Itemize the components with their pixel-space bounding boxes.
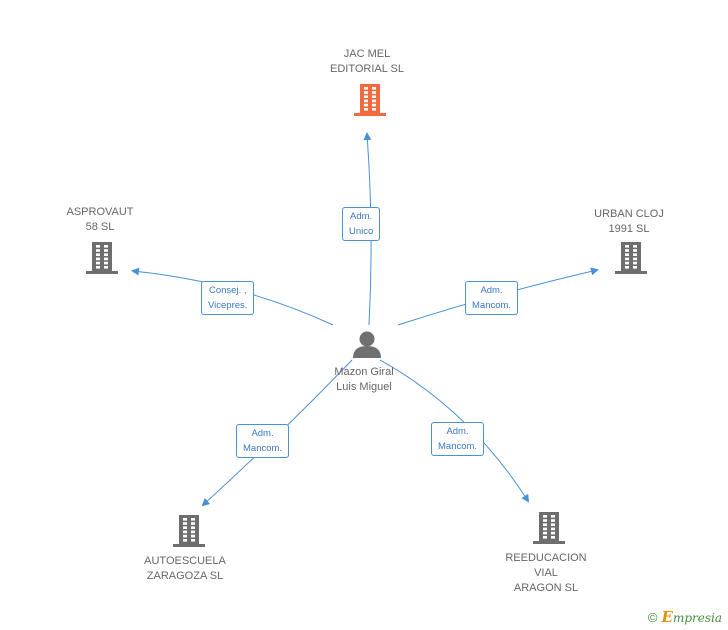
role-line: Adm. bbox=[251, 428, 274, 439]
person-label[interactable]: Mazon Giral Luis Miguel bbox=[304, 365, 424, 395]
role-line: Vicepres. bbox=[208, 300, 248, 311]
company-name-line: AUTOESCUELA bbox=[144, 555, 226, 567]
building-icon[interactable] bbox=[354, 84, 386, 116]
building-icon[interactable] bbox=[173, 515, 205, 547]
role-label-jacmel: Adm. Unico bbox=[342, 207, 381, 241]
company-label-autoescuela[interactable]: AUTOESCUELA ZARAGOZA SL bbox=[125, 554, 245, 584]
company-label-jacmel[interactable]: JAC MEL EDITORIAL SL bbox=[307, 47, 427, 77]
role-label-reeducacion: Adm. Mancom. bbox=[431, 422, 485, 456]
company-name-line: 58 SL bbox=[85, 221, 115, 233]
company-name-line: REEDUCACION bbox=[505, 552, 587, 564]
company-name-line: ASPROVAUT bbox=[66, 206, 134, 218]
role-line: Unico bbox=[349, 226, 374, 237]
person-icon[interactable] bbox=[353, 331, 381, 359]
company-name-line: 1991 SL bbox=[608, 223, 650, 235]
company-label-reeducacion[interactable]: REEDUCACION VIAL ARAGON SL bbox=[486, 551, 606, 596]
building-icon[interactable] bbox=[615, 242, 647, 274]
building-icon[interactable] bbox=[533, 512, 565, 544]
footer-brand: © Empresia bbox=[648, 608, 722, 626]
role-line: Mancom. bbox=[438, 441, 478, 452]
role-label-urban: Adm. Mancom. bbox=[465, 281, 519, 315]
role-label-autoescuela: Adm. Mancom. bbox=[236, 424, 290, 458]
person-name-line: Mazon Giral bbox=[334, 366, 394, 378]
copyright-icon: © bbox=[647, 609, 658, 625]
company-name-line: URBAN CLOJ bbox=[594, 208, 664, 220]
role-line: Adm. bbox=[480, 285, 503, 296]
person-name-line: Luis Miguel bbox=[336, 381, 392, 393]
edge-reeducacion bbox=[379, 359, 530, 503]
brand-initial: E bbox=[661, 608, 673, 626]
role-label-asprovaut: Consej. , Vicepres. bbox=[201, 281, 255, 315]
brand-rest: mpresia bbox=[672, 611, 722, 625]
company-label-asprovaut[interactable]: ASPROVAUT 58 SL bbox=[40, 205, 160, 235]
role-line: Consej. , bbox=[208, 285, 247, 296]
role-line: Mancom. bbox=[472, 300, 512, 311]
role-line: Adm. bbox=[446, 426, 469, 437]
role-line: Mancom. bbox=[243, 443, 283, 454]
company-name-line: EDITORIAL SL bbox=[330, 63, 404, 75]
company-name-line: JAC MEL bbox=[343, 48, 391, 60]
company-name-line: ARAGON SL bbox=[513, 582, 579, 594]
building-icon[interactable] bbox=[86, 242, 118, 274]
role-line: Adm. bbox=[350, 211, 373, 222]
brand-logo: Empresia bbox=[662, 608, 723, 626]
company-name-line: ZARAGOZA SL bbox=[146, 570, 224, 582]
company-name-line: VIAL bbox=[534, 567, 558, 579]
company-label-urban[interactable]: URBAN CLOJ 1991 SL bbox=[569, 207, 689, 237]
